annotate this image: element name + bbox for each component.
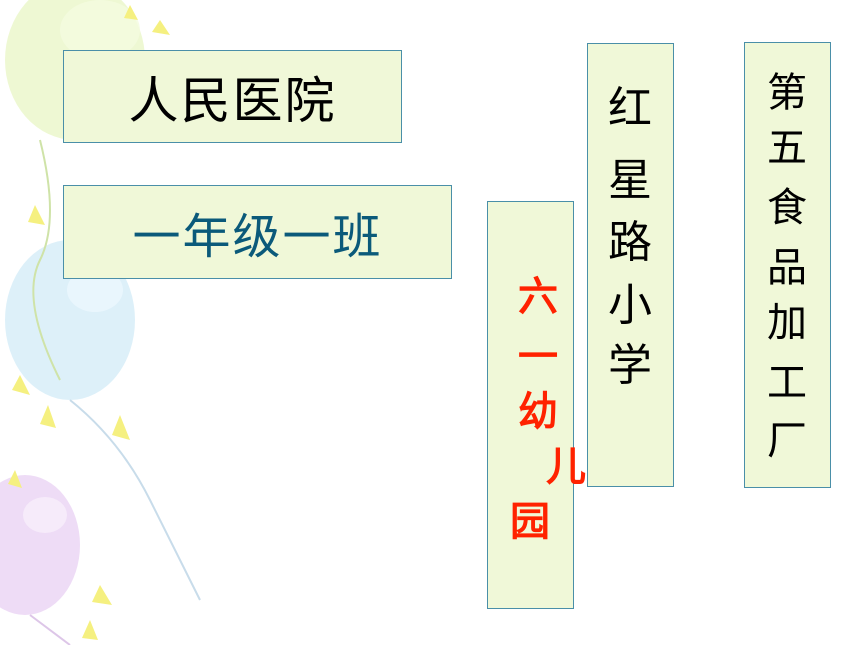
kindergarten-char: 儿 [546, 444, 586, 490]
school-char: 星 [608, 155, 652, 206]
kindergarten-char: 一 [518, 334, 558, 380]
kindergarten-char: 六 [518, 274, 558, 320]
school-char: 路 [608, 217, 652, 268]
school-card[interactable]: 红 星 路 小 学 [587, 43, 674, 487]
factory-char: 五 [767, 125, 807, 171]
hospital-label: 人民医院 [128, 71, 337, 130]
class-card[interactable]: 一年级一班 [63, 185, 452, 279]
factory-char: 品 [767, 245, 807, 291]
factory-char: 工 [767, 360, 807, 406]
factory-char: 厂 [767, 418, 807, 464]
factory-char: 食 [767, 185, 807, 231]
hospital-card[interactable]: 人民医院 [63, 50, 402, 143]
factory-char: 第 [767, 70, 807, 116]
school-char: 学 [608, 340, 652, 391]
school-char: 小 [608, 280, 652, 331]
class-label: 一年级一班 [132, 209, 383, 265]
kindergarten-char: 园 [510, 499, 550, 545]
school-char: 红 [608, 83, 652, 134]
factory-card[interactable]: 第 五 食 品 加 工 厂 [744, 42, 831, 488]
kindergarten-char: 幼 [518, 389, 558, 435]
factory-char: 加 [767, 300, 807, 346]
kindergarten-card[interactable]: 六 一 幼 儿 园 [487, 201, 586, 609]
